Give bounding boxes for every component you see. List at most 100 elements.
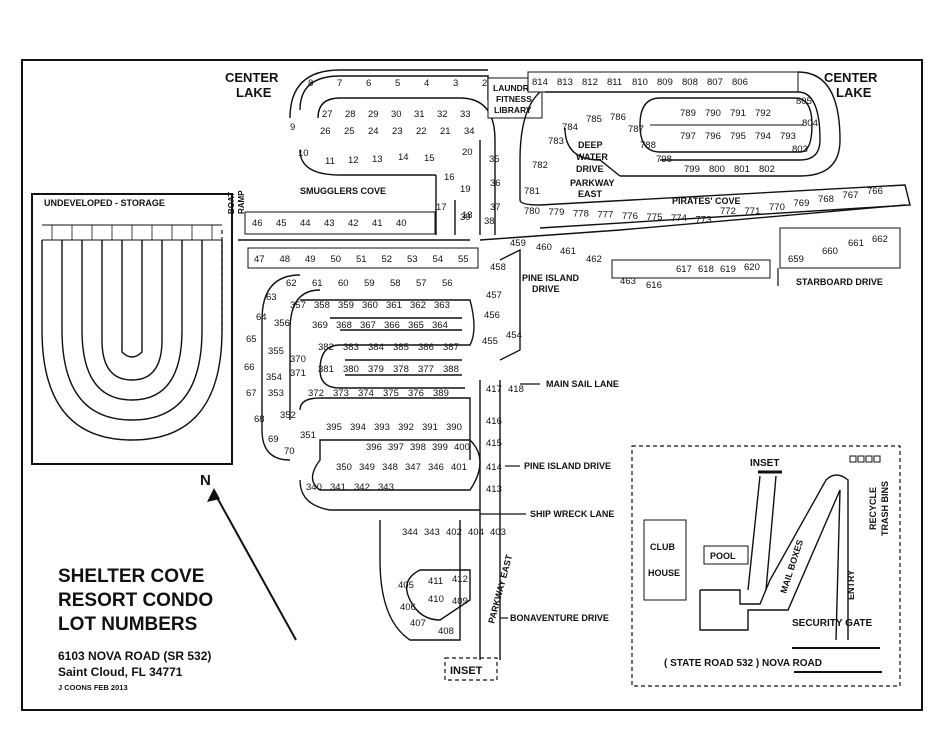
lot-number: 418 bbox=[508, 384, 524, 395]
lot-number: 31 bbox=[414, 109, 425, 120]
lot-number: 56 bbox=[442, 278, 453, 289]
lot-number: 368 bbox=[336, 320, 352, 331]
lot-number: 813 bbox=[557, 77, 573, 88]
lot-number: 404 bbox=[468, 527, 484, 538]
smugglers-cove-label: SMUGGLERS COVE bbox=[300, 186, 386, 196]
lot-number: 383 bbox=[343, 342, 359, 353]
lot-number: 389 bbox=[433, 388, 449, 399]
lot-number: 457 bbox=[486, 290, 502, 301]
lot-number: 357 bbox=[290, 300, 306, 311]
lot-number: 809 bbox=[657, 77, 673, 88]
lot-number: 802 bbox=[759, 164, 775, 175]
lot-number: 781 bbox=[524, 186, 540, 197]
lot-number: 410 bbox=[428, 594, 444, 605]
lot-number: 401 bbox=[451, 462, 467, 473]
lot-number: 800 bbox=[709, 164, 725, 175]
lot-number: 36 bbox=[490, 178, 501, 189]
boat-ramp-label-2: RAMP bbox=[237, 190, 246, 214]
lot-number: 461 bbox=[560, 246, 576, 257]
lot-number: 660 bbox=[822, 246, 838, 257]
lot-number: 770 bbox=[769, 202, 785, 213]
amenity-laundry: LAUNDRY bbox=[493, 83, 535, 93]
lot-number: 413 bbox=[486, 484, 502, 495]
inset-bottom-label: INSET bbox=[450, 665, 483, 677]
lot-number: 19 bbox=[460, 184, 471, 195]
lot-number: 40 bbox=[396, 218, 407, 229]
lot-number: 355 bbox=[268, 346, 284, 357]
parkway-east-top-2: EAST bbox=[578, 189, 603, 199]
lot-number: 38 bbox=[484, 216, 495, 227]
lot-number: 375 bbox=[383, 388, 399, 399]
lot-number: 376 bbox=[408, 388, 424, 399]
lot-number: 789 bbox=[680, 108, 696, 119]
pine-island-top-1: PINE ISLAND bbox=[522, 273, 580, 283]
lot-number: 783 bbox=[548, 136, 564, 147]
lot-number: 371 bbox=[290, 368, 306, 379]
lot-number: 3 bbox=[453, 78, 458, 89]
lot-number: 405 bbox=[398, 580, 414, 591]
lot-number: 796 bbox=[705, 131, 721, 142]
lot-number: 460 bbox=[536, 242, 552, 253]
lake-right-line1: CENTER bbox=[824, 70, 878, 85]
lake-left-line1: CENTER bbox=[225, 70, 279, 85]
lot-number: 351 bbox=[300, 430, 316, 441]
deep-water-1: DEEP bbox=[578, 140, 603, 150]
lot-number: 4 bbox=[424, 78, 429, 89]
deep-water-3: DRIVE bbox=[576, 164, 604, 174]
lot-number: 67 bbox=[246, 388, 257, 399]
lot-number: 805 bbox=[796, 96, 812, 107]
lot-number: 377 bbox=[418, 364, 434, 375]
lot-number: 382 bbox=[318, 342, 334, 353]
lot-number: 343 bbox=[424, 527, 440, 538]
lot-number: 617 bbox=[676, 264, 692, 275]
lot-number: 353 bbox=[268, 388, 284, 399]
lot-number: 350 bbox=[336, 462, 352, 473]
lot-number: 374 bbox=[358, 388, 374, 399]
lot-number: 373 bbox=[333, 388, 349, 399]
lot-number: 785 bbox=[586, 114, 602, 125]
ship-wreck-lane-label: SHIP WRECK LANE bbox=[530, 509, 614, 519]
lot-number: 411 bbox=[428, 576, 443, 587]
club-house-2: HOUSE bbox=[648, 568, 680, 578]
lot-number: 362 bbox=[410, 300, 426, 311]
lot-number: 5 bbox=[395, 78, 400, 89]
lot-number: 662 bbox=[872, 234, 888, 245]
lot-number: 403 bbox=[490, 527, 506, 538]
lot-number: 59 bbox=[364, 278, 375, 289]
lot-number: 794 bbox=[755, 131, 771, 142]
lot-number: 47 bbox=[254, 254, 265, 265]
club-house bbox=[643, 519, 687, 601]
lot-number: 792 bbox=[755, 108, 771, 119]
lot-number: 415 bbox=[486, 438, 502, 449]
lot-number: 358 bbox=[314, 300, 330, 311]
lot-number: 397 bbox=[388, 442, 404, 453]
lot-number: 35 bbox=[489, 154, 500, 165]
lot-number: 462 bbox=[586, 254, 602, 265]
lot-number: 395 bbox=[326, 422, 342, 433]
lot-number: 804 bbox=[802, 118, 818, 129]
lot-number: 771 bbox=[745, 206, 761, 217]
lot-number: 801 bbox=[734, 164, 750, 175]
lot-number: 386 bbox=[418, 342, 434, 353]
lot-number: 53 bbox=[407, 254, 418, 265]
lot-number: 385 bbox=[393, 342, 409, 353]
storage-label: UNDEVELOPED - STORAGE bbox=[44, 198, 165, 208]
lot-number: 365 bbox=[408, 320, 424, 331]
pool bbox=[703, 545, 749, 565]
lot-number: 359 bbox=[338, 300, 354, 311]
lot-number: 55 bbox=[458, 254, 469, 265]
lot-number: 459 bbox=[510, 238, 526, 249]
security-gate-label: SECURITY GATE bbox=[792, 618, 873, 629]
deep-water-2: WATER bbox=[576, 152, 608, 162]
lot-number: 812 bbox=[582, 77, 598, 88]
lot-number: 34 bbox=[464, 126, 475, 137]
lot-number: 342 bbox=[354, 482, 370, 493]
lot-number: 803 bbox=[792, 144, 808, 155]
lot-number: 367 bbox=[360, 320, 376, 331]
north-label: N bbox=[200, 472, 211, 489]
lot-number: 620 bbox=[744, 262, 760, 273]
lot-number: 455 bbox=[482, 336, 498, 347]
lot-number: 66 bbox=[244, 362, 255, 373]
lot-number: 352 bbox=[280, 410, 296, 421]
